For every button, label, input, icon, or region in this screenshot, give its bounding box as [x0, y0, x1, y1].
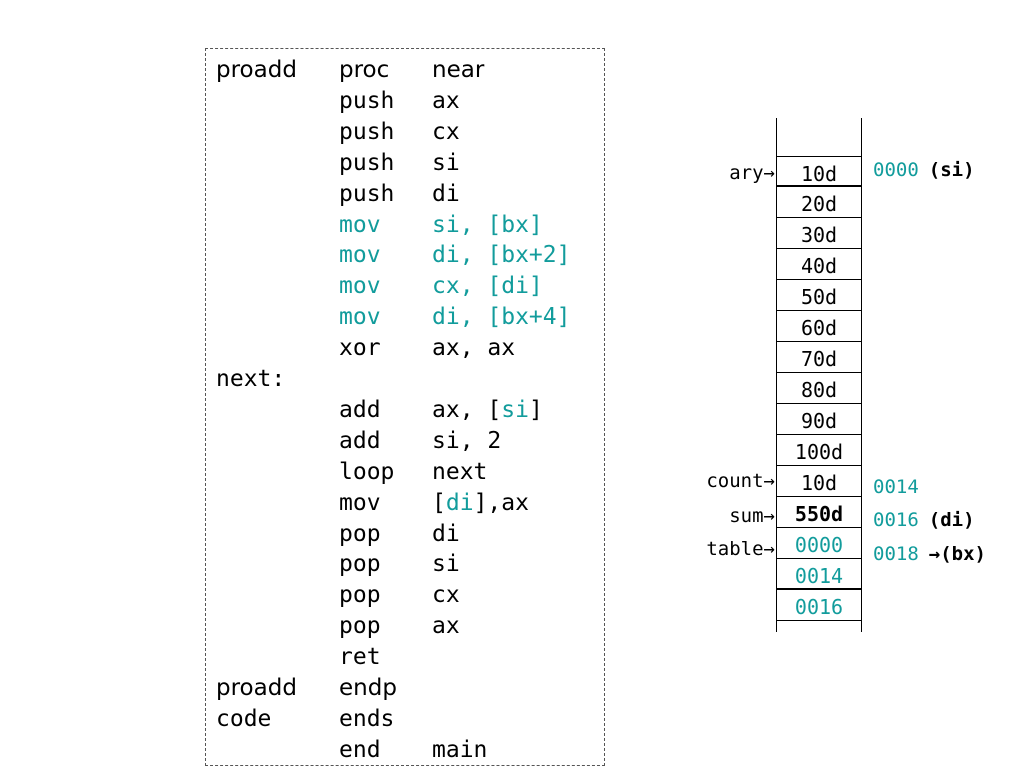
memory-cell: 100d	[776, 435, 862, 466]
code-opcode: pop	[339, 520, 381, 547]
code-opcode: proc	[339, 57, 390, 83]
pointer-sum: sum→	[729, 505, 775, 527]
code-opcode: add	[339, 427, 381, 454]
code-operand: si, [bx]	[432, 211, 543, 238]
memory-cell: 20d	[776, 187, 862, 218]
address-ary: 0000 (si)	[873, 160, 975, 180]
operand-part: ax, [	[432, 396, 502, 423]
code-operand: di, [bx+2]	[432, 242, 571, 269]
code-operand: si, 2	[432, 427, 502, 454]
code-operand: near	[432, 57, 485, 83]
memory-cell: 30d	[776, 218, 862, 249]
address-number: 0014	[873, 476, 919, 498]
address-table: 0018 →(bx)	[873, 544, 986, 564]
code-operand: ax	[432, 613, 460, 640]
pointer-ary: ary→	[729, 162, 775, 184]
code-opcode: mov	[339, 273, 381, 300]
operand-part: [	[432, 489, 446, 516]
operand-part: ]	[528, 396, 543, 423]
memory-cell: 90d	[776, 404, 862, 435]
code-opcode: push	[339, 180, 395, 207]
code-opcode: mov	[339, 211, 381, 238]
code-listing-box	[205, 48, 605, 766]
code-operand: ax	[432, 87, 460, 114]
code-opcode: loop	[339, 458, 395, 485]
memory-cell: 0014	[776, 559, 862, 590]
code-opcode: mov	[339, 242, 381, 269]
code-operand: cx	[432, 118, 460, 145]
code-opcode: end	[339, 736, 381, 763]
code-operand: next	[432, 458, 488, 485]
memory-column	[776, 118, 862, 632]
address-sum: 0016 (di)	[873, 510, 975, 530]
address-count: 0014	[873, 477, 919, 497]
memory-cell: 40d	[776, 249, 862, 280]
code-label: proadd	[216, 57, 297, 83]
register-label: (si)	[928, 159, 975, 181]
pointer-table: table→	[706, 538, 775, 560]
memory-cell: 10d	[776, 156, 862, 187]
code-label: next:	[216, 366, 286, 392]
code-opcode: push	[339, 149, 395, 176]
code-label: code	[216, 705, 272, 732]
address-number: 0016	[873, 509, 919, 531]
code-opcode: mov	[339, 489, 381, 516]
code-operand: si	[432, 149, 460, 176]
code-opcode: endp	[339, 675, 397, 701]
code-operand: ax, [si]	[432, 395, 543, 426]
code-opcode: pop	[339, 582, 381, 609]
operand-part: di	[445, 489, 474, 516]
code-operand: main	[432, 736, 488, 763]
code-label: proadd	[216, 675, 297, 701]
code-opcode: pop	[339, 613, 381, 640]
code-opcode: ends	[339, 705, 395, 732]
code-opcode: ret	[339, 644, 381, 671]
operand-part: si	[501, 396, 529, 423]
memory-cell: 10d	[776, 466, 862, 497]
memory-cell: 0016	[776, 590, 862, 621]
code-operand: [di],ax	[432, 488, 529, 519]
memory-cell: 70d	[776, 342, 862, 373]
code-opcode: pop	[339, 551, 381, 578]
code-operand: si	[432, 551, 460, 578]
memory-cell: 80d	[776, 373, 862, 404]
code-operand: di, [bx+4]	[432, 304, 571, 331]
code-operand: cx	[432, 582, 460, 609]
code-operand: ax, ax	[432, 335, 516, 362]
code-operand: di	[432, 520, 460, 547]
code-opcode: xor	[339, 335, 381, 362]
code-opcode: mov	[339, 304, 381, 331]
memory-cell: 60d	[776, 311, 862, 342]
register-label: (di)	[928, 509, 975, 531]
code-operand: di	[432, 180, 460, 207]
address-number: 0000	[873, 159, 919, 181]
code-opcode: push	[339, 87, 395, 114]
operand-part: ],ax	[473, 489, 529, 516]
pointer-count: count→	[706, 470, 775, 492]
code-operand: cx, [di]	[432, 273, 543, 300]
memory-cell: 0000	[776, 528, 862, 559]
code-opcode: add	[339, 396, 381, 423]
address-number: 0018	[873, 543, 919, 565]
memory-cell: 550d	[776, 497, 862, 528]
register-label: →(bx)	[928, 543, 986, 565]
code-opcode: push	[339, 118, 395, 145]
memory-cell: 50d	[776, 280, 862, 311]
